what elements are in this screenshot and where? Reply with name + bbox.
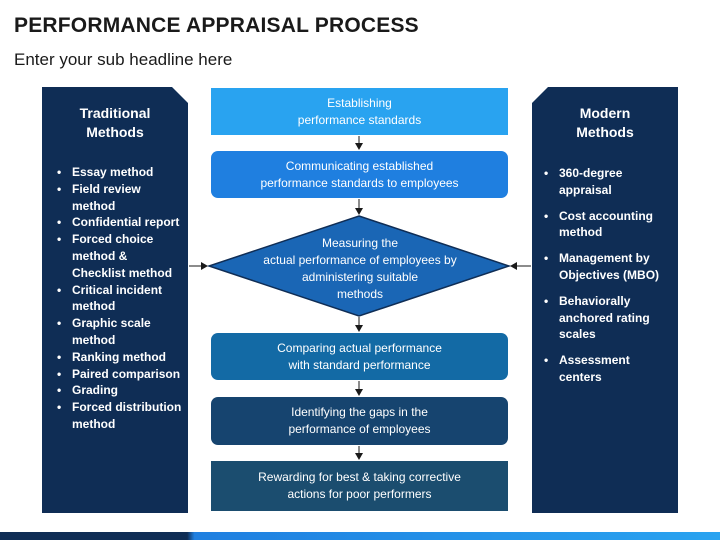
step5-line1: Identifying the gaps in the (291, 405, 428, 419)
traditional-methods-heading: Traditional Methods (42, 87, 188, 142)
list-item: Paired comparison (57, 366, 184, 383)
bottom-accent-bar (0, 532, 720, 540)
list-item: Forced distribution method (57, 399, 184, 433)
list-item: 360-degree appraisal (544, 165, 672, 199)
traditional-methods-list: Essay method Field review method Confide… (42, 164, 188, 433)
list-item: Grading (57, 382, 184, 399)
page-subtitle: Enter your sub headline here (14, 50, 233, 69)
list-item: Forced choice method & Checklist method (57, 231, 184, 281)
list-item: Confidential report (57, 214, 184, 231)
list-item: Graphic scale method (57, 315, 184, 349)
step-measuring-performance: Measuring the actual performance of empl… (245, 235, 475, 303)
modern-methods-list: 360-degree appraisal Cost accounting met… (532, 165, 678, 386)
list-item: Management by Objectives (MBO) (544, 250, 672, 284)
traditional-methods-panel: Traditional Methods Essay method Field r… (42, 87, 188, 513)
step5-line2: performance of employees (288, 422, 431, 436)
modern-methods-panel: Modern Methods 360-degree appraisal Cost… (532, 87, 678, 513)
traditional-heading-line1: Traditional (79, 105, 151, 121)
step3-line4: methods (336, 287, 384, 301)
list-item: Behaviorally anchored rating scales (544, 293, 672, 343)
step3-line1: Measuring the (321, 236, 399, 250)
step1-line1: Establishing (327, 95, 392, 110)
modern-heading-line2: Methods (576, 124, 634, 140)
step1-line2: performance standards (297, 112, 422, 127)
modern-methods-heading: Modern Methods (532, 87, 678, 142)
list-item: Ranking method (57, 349, 184, 366)
page-title: PERFORMANCE APPRAISAL PROCESS (14, 14, 419, 37)
step3-line3: administering suitable (301, 270, 419, 284)
traditional-heading-line2: Methods (86, 124, 144, 140)
step2-line1: Communicating established (285, 158, 434, 173)
step-comparing-performance: Comparing actual performance with standa… (211, 333, 508, 380)
list-item: Assessment centers (544, 352, 672, 386)
list-item: Cost accounting method (544, 208, 672, 242)
step4-line1: Comparing actual performance (277, 340, 442, 355)
step6-line2: actions for poor performers (287, 487, 432, 501)
step-identifying-gaps: Identifying the gaps in the performance … (211, 397, 508, 445)
step-communicating-standards: Communicating established performance st… (211, 151, 508, 198)
modern-heading-line1: Modern (579, 105, 631, 121)
step6-line1: Rewarding for best & taking corrective (258, 470, 461, 484)
step4-line2: with standard performance (288, 357, 431, 372)
step-rewarding-corrective: Rewarding for best & taking corrective a… (211, 461, 508, 511)
measuring-diamond (206, 215, 512, 317)
step3-line2: actual performance of employees by (263, 253, 457, 267)
list-item: Essay method (57, 164, 184, 181)
step2-line2: performance standards to employees (260, 175, 459, 190)
step-establishing-standards: Establishing performance standards (211, 88, 508, 135)
list-item: Field review method (57, 181, 184, 215)
list-item: Critical incident method (57, 282, 184, 316)
